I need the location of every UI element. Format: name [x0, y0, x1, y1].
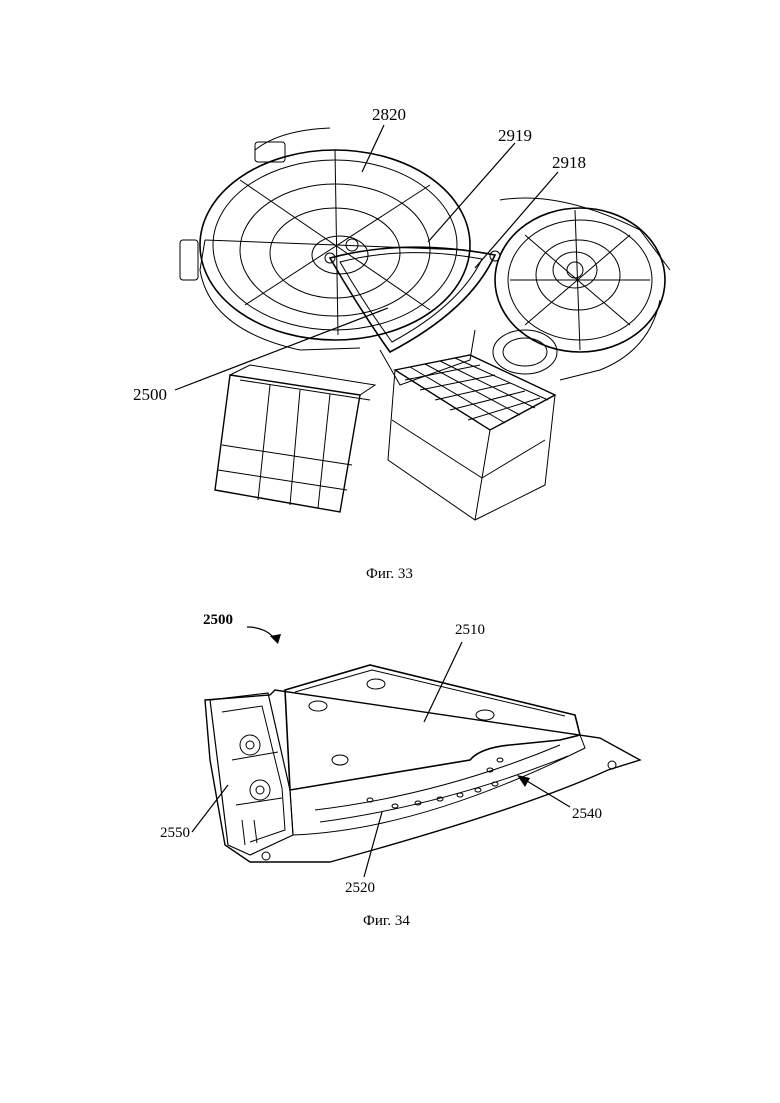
label-2918: 2918 — [552, 153, 586, 172]
figure-34-leaders — [192, 627, 570, 877]
arrow-2500-curve — [247, 627, 276, 640]
grid-box — [388, 355, 555, 520]
side-channel — [290, 735, 585, 835]
arrow-2540-head — [517, 775, 530, 787]
figure-34-drawing — [205, 665, 640, 862]
figure-33-drawing — [180, 128, 670, 520]
label-2500: 2500 — [133, 385, 167, 404]
round-housing — [180, 128, 470, 350]
caption-figure-34: Фиг. 34 — [363, 913, 410, 930]
label-2500-fig34: 2500 — [203, 612, 233, 628]
label-2919: 2919 — [498, 126, 532, 145]
label-2820: 2820 — [372, 105, 406, 124]
air-duct — [215, 365, 375, 512]
caption-figure-33: Фиг. 33 — [366, 566, 413, 583]
figure-33-leaders — [175, 125, 558, 390]
label-2510: 2510 — [455, 622, 485, 638]
label-2550: 2550 — [160, 825, 190, 841]
label-2520: 2520 — [345, 880, 375, 896]
small-round-fan — [495, 198, 670, 380]
label-2540: 2540 — [572, 806, 602, 822]
